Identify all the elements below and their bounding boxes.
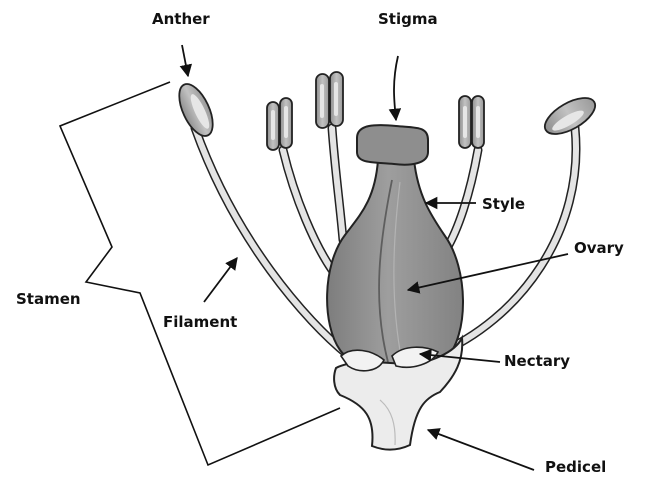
label-ovary: Ovary [574,239,624,257]
filament-arrow [204,258,237,302]
label-stamen: Stamen [16,290,81,308]
anther-arrow [182,45,188,76]
anther-5 [539,91,600,142]
label-stigma: Stigma [378,10,438,28]
anther-1 [172,79,219,141]
label-filament: Filament [163,313,237,331]
pedicel-arrow [428,430,534,470]
anther-2 [267,98,292,150]
filament-3 [332,128,343,240]
filament-2 [283,150,332,270]
pistil [327,125,463,371]
ovary-shape [327,160,463,371]
filament-4 [446,150,478,250]
label-style: Style [482,195,525,213]
label-nectary: Nectary [504,352,570,370]
anther-3 [316,72,343,128]
stigma-shape [357,125,428,165]
label-anther: Anther [152,10,210,28]
stigma-arrow [394,56,398,120]
anther-4 [459,96,484,148]
label-pedicel: Pedicel [545,458,606,476]
